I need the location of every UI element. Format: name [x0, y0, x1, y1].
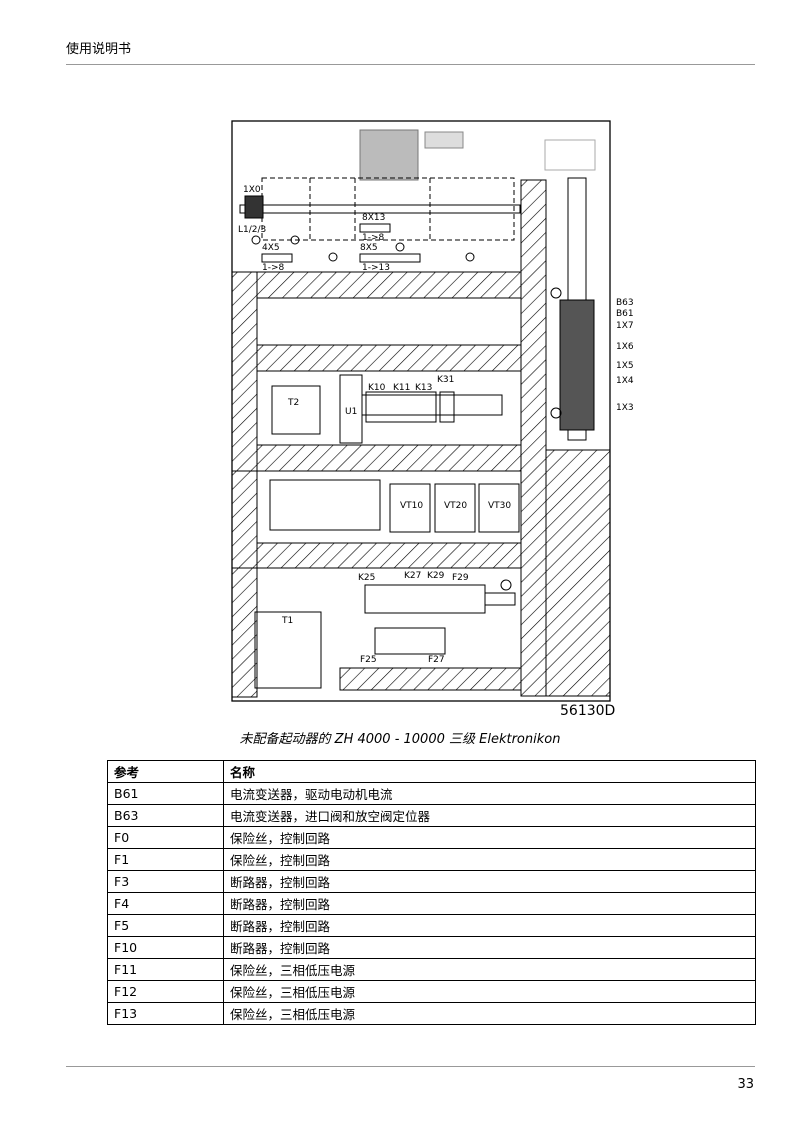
duct-4	[256, 542, 522, 569]
left-duct	[231, 271, 258, 698]
transformer-t1	[254, 611, 322, 689]
label-4x5-range: 1->8	[262, 263, 285, 273]
label-vt30: VT30	[488, 501, 511, 511]
header-rule	[66, 64, 755, 65]
label-8x13: 8X13	[362, 213, 385, 223]
cell-name: 电流变送器，进口阀和放空阀定位器	[223, 804, 756, 827]
label-8x5-range: 1->13	[362, 263, 390, 273]
terminal-1x0	[244, 195, 264, 219]
terminal-block-right	[559, 299, 595, 431]
label-1x3: 1X3	[616, 403, 634, 413]
label-vt10: VT10	[400, 501, 423, 511]
label-1x0: 1X0	[243, 185, 261, 195]
cell-ref: F13	[107, 1002, 224, 1025]
right-duct-lower	[545, 449, 611, 697]
right-duct-upper	[520, 179, 547, 697]
figure-caption: 未配备起动器的 ZH 4000 - 10000 三级 Elektronikon	[239, 732, 561, 747]
label-k31: K31	[437, 375, 454, 385]
label-1x7: 1X7	[616, 321, 634, 331]
contactors-k25-k29	[364, 584, 486, 614]
cell-name: 断路器，控制回路	[223, 870, 756, 893]
duct-3	[256, 444, 522, 472]
label-k25: K25	[358, 573, 375, 583]
cell-ref: F5	[107, 914, 224, 937]
cell-ref: B61	[107, 782, 224, 805]
label-f25: F25	[360, 655, 377, 665]
relays-k10-k13	[365, 391, 437, 423]
table-header-row: 参考 名称	[107, 760, 756, 783]
label-k10: K10	[368, 383, 386, 393]
label-l123: L1/2/3	[238, 225, 266, 235]
drawing-number: 56130D	[560, 703, 616, 719]
label-u1: U1	[345, 407, 357, 417]
label-4x5: 4X5	[262, 243, 280, 253]
fuse-block	[269, 479, 381, 531]
label-1x5: 1X5	[616, 361, 634, 371]
label-t1: T1	[281, 616, 293, 626]
cell-ref: F0	[107, 826, 224, 849]
label-k13: K13	[415, 383, 432, 393]
duct-2	[256, 344, 522, 372]
cell-name: 断路器，控制回路	[223, 914, 756, 937]
header-title: 使用说明书	[66, 42, 132, 57]
page-number: 33	[737, 1077, 754, 1092]
label-b63: B63	[616, 298, 634, 308]
cell-name: 保险丝，三相低压电源	[223, 958, 756, 981]
cell-name: 保险丝，控制回路	[223, 826, 756, 849]
cell-name: 断路器，控制回路	[223, 936, 756, 959]
header-ref: 参考	[107, 760, 224, 783]
label-plate	[424, 131, 464, 149]
label-f27: F27	[428, 655, 445, 665]
info-plate	[544, 139, 596, 171]
cell-ref: F11	[107, 958, 224, 981]
label-t2: T2	[287, 398, 299, 408]
label-k11: K11	[393, 383, 410, 393]
label-1x6: 1X6	[616, 342, 634, 352]
cell-ref: F12	[107, 980, 224, 1003]
vt30-box	[478, 483, 520, 533]
cell-ref: F4	[107, 892, 224, 915]
label-8x5: 8X5	[360, 243, 378, 253]
relay-k31	[439, 391, 455, 423]
dashed-enclosure	[261, 177, 515, 241]
vt10-box	[389, 483, 431, 533]
nameplate	[359, 129, 419, 181]
vt20-box	[434, 483, 476, 533]
breakers-f25-f27	[374, 627, 446, 655]
cell-name: 电流变送器，驱动电动机电流	[223, 782, 756, 805]
cell-ref: B63	[107, 804, 224, 827]
cell-ref: F10	[107, 936, 224, 959]
transformer-t2	[271, 385, 321, 435]
footer-rule	[66, 1066, 755, 1067]
label-1x4: 1X4	[616, 376, 634, 386]
duct-1	[256, 271, 522, 299]
cell-ref: F3	[107, 870, 224, 893]
duct-5	[339, 667, 522, 691]
label-k27: K27	[404, 571, 421, 581]
cell-name: 断路器，控制回路	[223, 892, 756, 915]
cell-name: 保险丝，控制回路	[223, 848, 756, 871]
header-name: 名称	[223, 760, 756, 783]
cell-ref: F1	[107, 848, 224, 871]
label-b61: B61	[616, 309, 634, 319]
label-f29: F29	[452, 573, 469, 583]
label-vt20: VT20	[444, 501, 467, 511]
cell-name: 保险丝，三相低压电源	[223, 1002, 756, 1025]
label-8x13-range: 1->8	[362, 233, 385, 243]
label-k29: K29	[427, 571, 445, 581]
cell-name: 保险丝，三相低压电源	[223, 980, 756, 1003]
